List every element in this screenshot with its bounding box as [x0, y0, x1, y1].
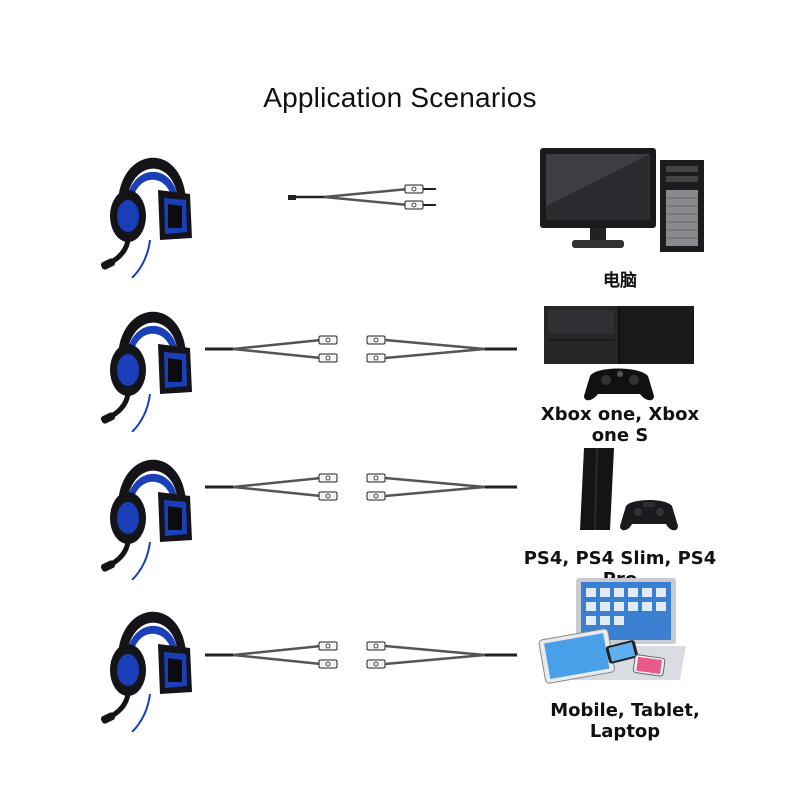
y-splitter-cable-icon	[205, 473, 517, 501]
scenario-row-xbox: Xbox one, Xbox one S	[0, 282, 800, 446]
page-title: Application Scenarios	[263, 82, 537, 113]
scenario-label: Mobile, Tablet, Laptop	[550, 700, 700, 742]
headset-icon	[98, 282, 198, 432]
xbox-console-icon	[544, 306, 694, 401]
headset-icon	[98, 128, 198, 278]
ps4-console-icon	[580, 447, 678, 531]
mobile-tablet-laptop-icon	[538, 578, 686, 684]
y-splitter-cable-icon	[288, 184, 436, 210]
y-splitter-cable-icon	[205, 641, 517, 669]
headset-icon	[98, 582, 198, 732]
scenario-label: 电脑	[603, 271, 637, 291]
computer-icon	[540, 148, 704, 252]
scenario-label: Xbox one, Xbox one S	[540, 404, 700, 446]
headset-icon	[98, 430, 198, 580]
scenario-row-ps4: PS4, PS4 Slim, PS4 Pro	[0, 430, 800, 590]
scenario-row-mobile: Mobile, Tablet, Laptop	[0, 578, 800, 742]
y-splitter-cable-icon	[205, 335, 517, 363]
scenario-row-computer: 电脑	[0, 128, 800, 291]
